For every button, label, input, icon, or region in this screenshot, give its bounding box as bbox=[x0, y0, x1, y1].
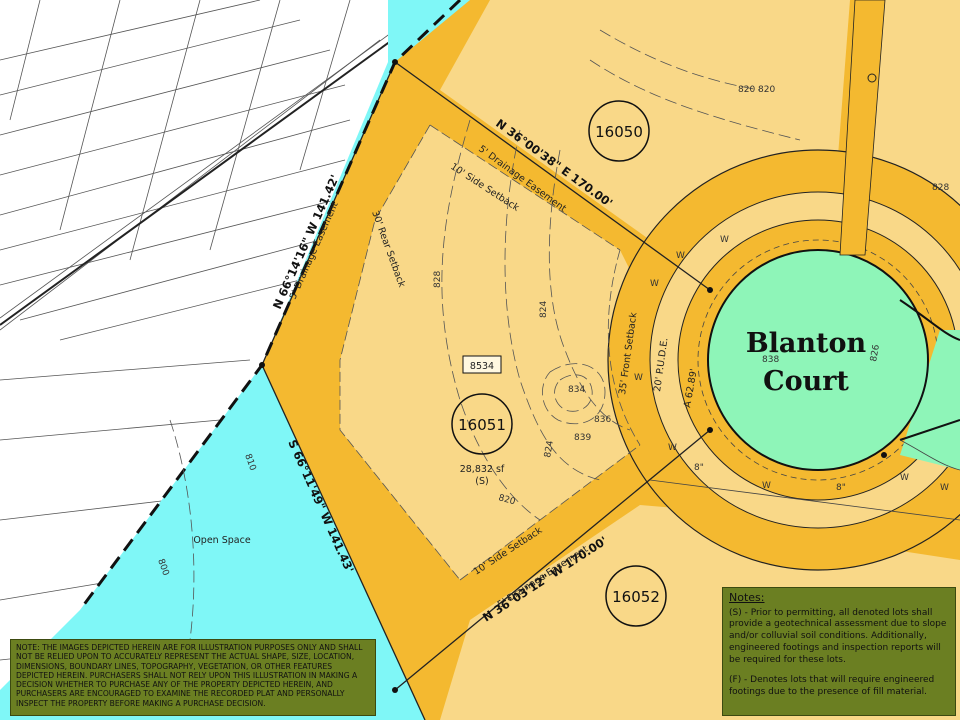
lot-16052-number: 16052 bbox=[612, 588, 660, 606]
disclaimer-box: NOTE: THE IMAGES DEPICTED HEREIN ARE FOR… bbox=[10, 639, 376, 716]
utility-strip bbox=[839, 0, 886, 256]
road-edge-lower bbox=[899, 419, 960, 441]
water-service-lines bbox=[649, 439, 960, 521]
lot-16051-area bbox=[340, 125, 645, 580]
lot-16052-badge bbox=[605, 565, 667, 627]
lot-corner-pins bbox=[259, 59, 887, 693]
contour-label: 838 bbox=[762, 355, 779, 365]
pipe-size-label: 8" bbox=[836, 483, 846, 493]
water-marker: W bbox=[940, 483, 949, 493]
contour-label: 820 bbox=[758, 85, 775, 95]
water-marker: W bbox=[762, 481, 771, 491]
cul-de-sac bbox=[707, 249, 929, 471]
note-item: (S) - Prior to permitting, all denoted l… bbox=[729, 607, 947, 666]
contour-label: 824 bbox=[539, 301, 549, 318]
road-edge-upper bbox=[899, 299, 960, 341]
contour-lines bbox=[169, 29, 801, 641]
water-marker: W bbox=[634, 373, 643, 383]
lot-16050-number: 16050 bbox=[595, 123, 643, 141]
contour-label: 828 bbox=[932, 183, 949, 193]
offsite-road-edge bbox=[0, 37, 396, 326]
lot-16051-flag: (S) bbox=[475, 476, 488, 487]
notes-title: Notes: bbox=[729, 591, 765, 604]
contour-label: 836 bbox=[594, 415, 611, 425]
lot-16050-badge bbox=[588, 100, 650, 162]
contour-label: 820 bbox=[497, 493, 516, 507]
street-name-line2: Court bbox=[763, 366, 849, 397]
manhole-icon bbox=[867, 73, 877, 83]
contour-label: 839 bbox=[574, 433, 591, 443]
water-marker: W bbox=[668, 443, 677, 453]
notes-box: Notes: (S) - Prior to permitting, all de… bbox=[722, 587, 956, 716]
open-space-label: Open Space bbox=[193, 535, 250, 546]
contour-label: 834 bbox=[568, 385, 585, 395]
water-marker: W bbox=[676, 251, 685, 261]
pipe-size-label: 8" bbox=[694, 463, 704, 473]
water-marker: W bbox=[900, 473, 909, 483]
setback-lines bbox=[339, 124, 641, 581]
water-marker: W bbox=[650, 279, 659, 289]
address-tag-box bbox=[462, 355, 502, 374]
contour-label: 824 bbox=[543, 440, 556, 459]
contour-label: 828 bbox=[433, 271, 443, 288]
address-tag: 8534 bbox=[470, 361, 494, 372]
property-boundary bbox=[78, 0, 462, 611]
disclaimer-text: NOTE: THE IMAGES DEPICTED HEREIN ARE FOR… bbox=[16, 643, 363, 708]
lot-16051-badge bbox=[451, 393, 513, 455]
lot-16051-number: 16051 bbox=[458, 416, 506, 434]
lot-16051-area-label: 28,832 sf bbox=[460, 464, 505, 475]
contour-label: 826 bbox=[869, 344, 882, 363]
street-name-line1: Blanton bbox=[746, 328, 867, 359]
note-item: (F) - Denotes lots that will require eng… bbox=[729, 674, 935, 697]
water-marker: W bbox=[720, 235, 729, 245]
open-space-strip bbox=[388, 0, 470, 62]
contour-label: 820 bbox=[738, 85, 755, 95]
